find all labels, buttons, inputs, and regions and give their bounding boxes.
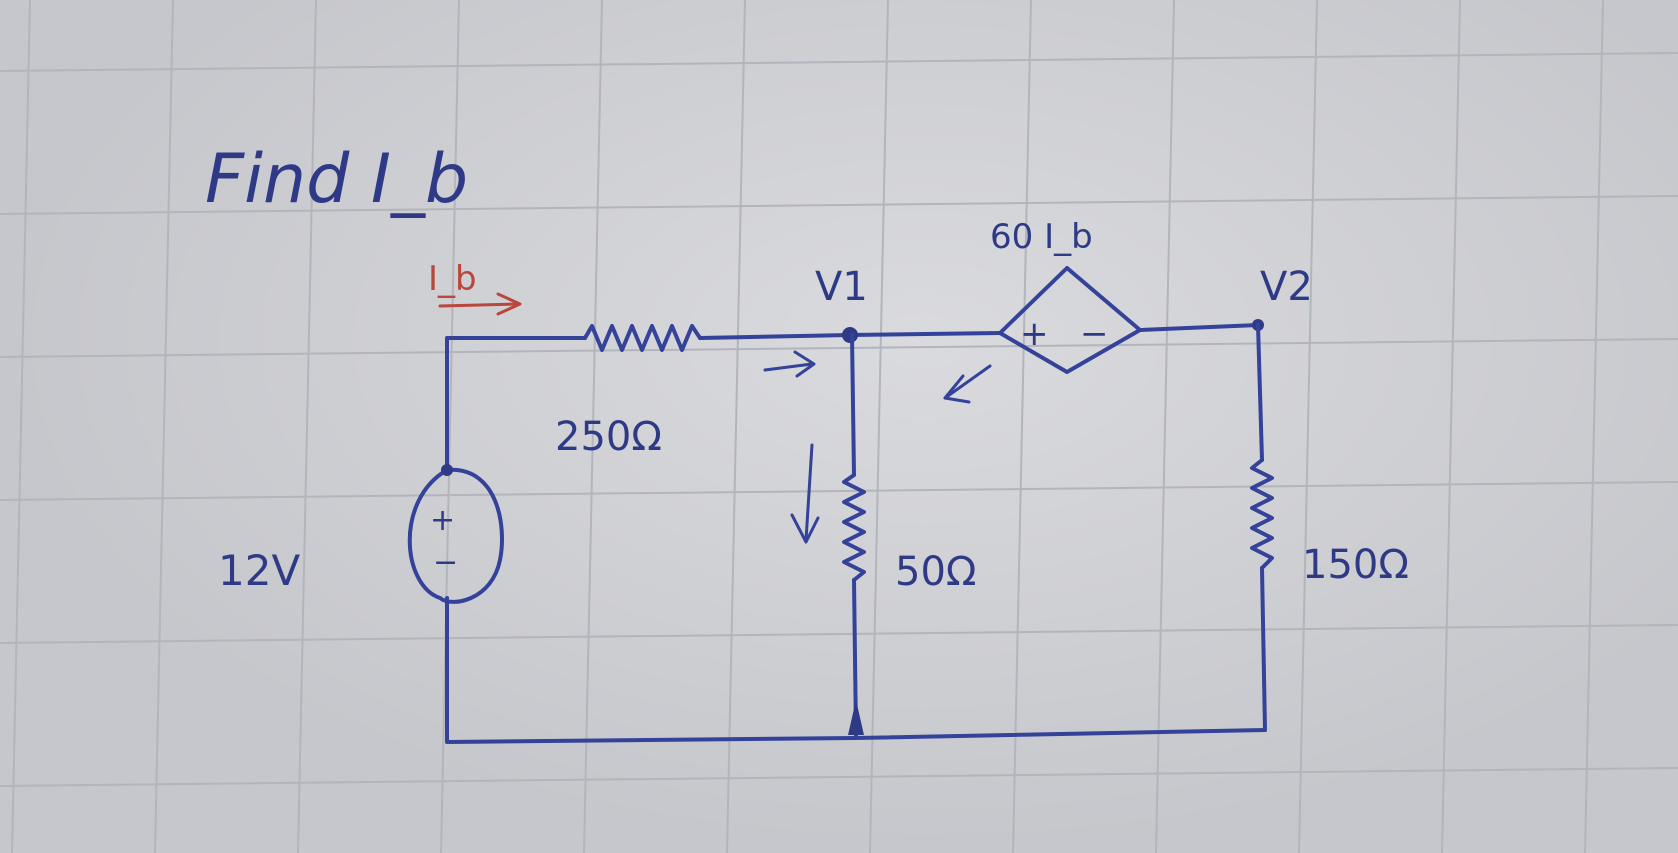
dep-source-minus: − [1080,314,1109,354]
grid-line-vertical [297,0,317,853]
grid-line-horizontal [0,338,1678,358]
ib-current-annotation: I_b [428,259,522,316]
voltage-source-12v: + − [407,464,504,624]
grid-line-vertical [1298,0,1318,853]
wire-150-to-bottom [1260,566,1267,732]
arrow-into-v1-head [793,350,816,378]
grid-line-vertical [440,0,460,853]
wire-v1-to-dep [848,331,1002,337]
grid-line-vertical [583,0,603,853]
grid-line-vertical [869,0,889,853]
grid-line-vertical [11,0,31,853]
ib-arrow-head [496,292,522,316]
source-top-dot [441,464,453,476]
arrow-from-dep-shaft [943,364,992,400]
resistor-150-ohm [1250,458,1274,570]
grid-line-vertical [1584,0,1604,853]
grid-line-horizontal [0,195,1678,215]
bottom-junction-dot [848,700,864,735]
grid-line-horizontal [0,52,1678,72]
source-voltage-label: 12V [218,546,300,595]
current-arrow-into-v1 [763,350,816,378]
r3-value-label: 150Ω [1302,542,1409,588]
current-arrow-from-dep [943,364,992,404]
grid-line-vertical [726,0,746,853]
dependent-voltage-source: + − [998,266,1142,374]
arrow-down-50-shaft [804,443,814,542]
grid-line-vertical [1441,0,1461,853]
ib-arrow-shaft [438,302,520,308]
wire-v2-down [1256,323,1264,462]
node-v2-label: V2 [1260,264,1313,310]
wire-left-top [445,336,587,472]
wire-bottom [445,620,1267,744]
resistor-250-ohm [583,324,702,352]
dep-source-label: 60 I_b [990,217,1093,257]
r2-value-label: 50Ω [895,549,976,595]
grid-line-vertical [1155,0,1175,853]
source-minus-sign: − [433,545,458,580]
grid-line-horizontal [0,624,1678,644]
arrow-from-dep-head [943,374,971,404]
r1-value-label: 250Ω [555,414,662,460]
voltage-source-circle [407,467,504,604]
grid-line-vertical [154,0,174,853]
dep-source-plus: + [1020,314,1049,354]
problem-title: Find I_b [205,140,468,219]
resistor-50-ohm [842,473,866,582]
grid-line-horizontal [0,481,1678,501]
grid-line-horizontal [0,767,1678,787]
source-plus-sign: + [430,503,455,538]
wire-r1-to-v1 [698,333,852,340]
arrow-down-50-head [790,513,820,544]
current-arrow-down-50 [790,443,820,544]
wire-v1-down [850,333,856,477]
node-v1-label: V1 [815,264,868,310]
wire-dep-to-v2 [1138,323,1260,332]
arrow-into-v1-shaft [763,362,814,372]
grid-line-vertical [1012,0,1032,853]
ib-label: I_b [428,259,477,299]
